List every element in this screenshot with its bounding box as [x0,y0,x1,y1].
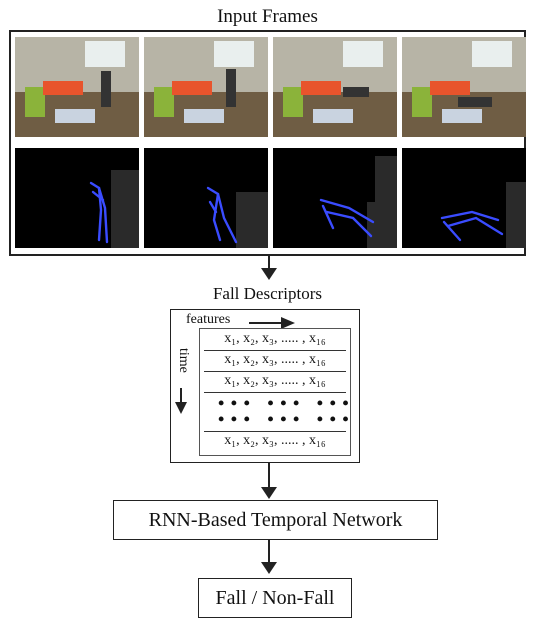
input-frames-title: Input Frames [217,6,318,27]
row-divider [204,431,346,432]
arrow-frames-to-descriptors [268,256,270,270]
descriptor-row-3: x₁, x₂, x₃, ..... , x₁₆ [224,373,326,388]
arrow-head-1 [261,268,277,280]
features-arrow [249,322,283,324]
rgb-frame-1 [15,37,139,137]
fall-descriptors-panel: features time x₁, x₂, x₃, ..... , x₁₆ x₁… [170,309,360,463]
row-divider [204,371,346,372]
skeleton-frame-2 [144,148,268,248]
time-arrow-head [175,402,187,414]
features-label: features [186,312,231,327]
output-box: Fall / Non-Fall [198,578,352,618]
ellipsis-dots: • • • • • • • • • [218,409,350,429]
ellipsis-dots: • • • • • • • • • [218,393,350,413]
rgb-frame-4 [402,37,526,137]
rgb-frame-2 [144,37,268,137]
arrow-head-2 [261,487,277,499]
skeleton-frame-3 [273,148,397,248]
row-divider [204,392,346,393]
descriptor-row-1: x₁, x₂, x₃, ..... , x₁₆ [224,331,326,346]
descriptor-row-2: x₁, x₂, x₃, ..... , x₁₆ [224,352,326,367]
features-arrow-head [281,317,295,329]
rnn-label: RNN-Based Temporal Network [148,508,403,531]
input-frames-panel [9,30,526,256]
fall-descriptors-title: Fall Descriptors [212,284,323,303]
output-label: Fall / Non-Fall [215,586,335,609]
skeleton-frame-1 [15,148,139,248]
row-divider [204,350,346,351]
arrow-rnn-to-output [268,540,270,564]
time-arrow [180,388,182,404]
time-label: time [176,348,191,373]
arrow-head-3 [261,562,277,574]
descriptor-table: x₁, x₂, x₃, ..... , x₁₆ x₁, x₂, x₃, ....… [199,328,351,456]
skeleton-frame-4 [402,148,526,248]
arrow-descriptors-to-rnn [268,463,270,489]
rgb-frame-3 [273,37,397,137]
descriptor-row-4: x₁, x₂, x₃, ..... , x₁₆ [224,433,326,448]
rnn-network-box: RNN-Based Temporal Network [113,500,438,540]
